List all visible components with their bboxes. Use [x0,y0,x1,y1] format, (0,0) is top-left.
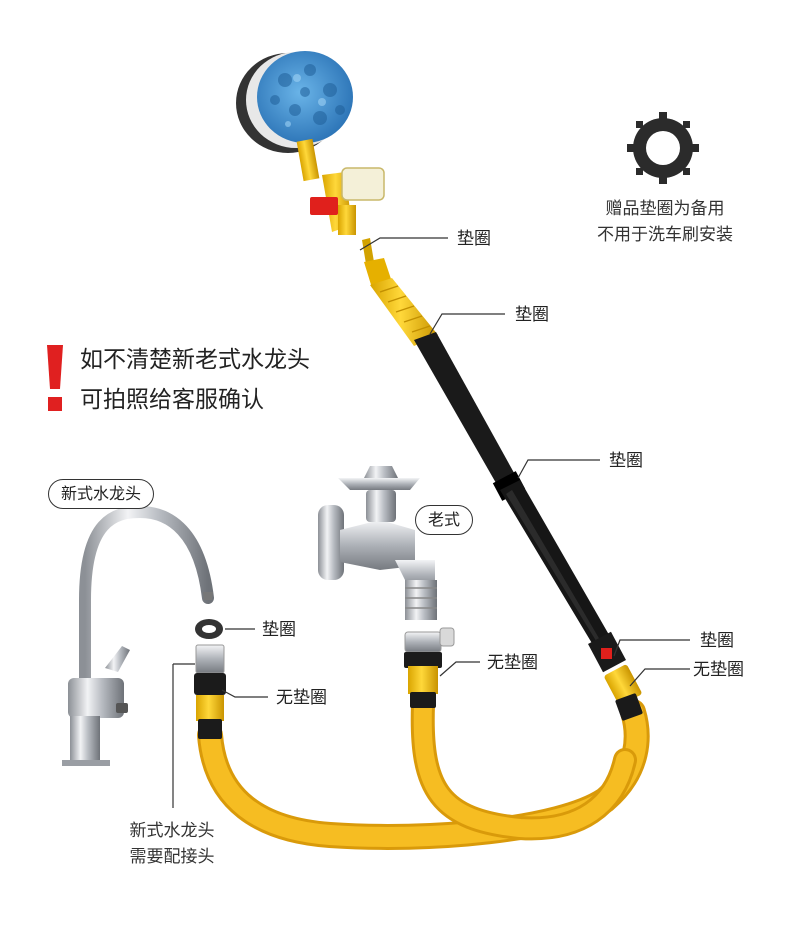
warning-line-2: 可拍照给客服确认 [80,387,264,413]
new-faucet-badge: 新式水龙头 [48,479,155,509]
faucet-icon [318,466,437,620]
label-brush-tip-washer: 垫圈 [457,229,491,249]
washer-ring-icon [195,619,223,639]
new-faucet-note-line-2: 需要配接头 [129,847,215,867]
pole-icon [362,238,643,721]
gift-washer-note-line-2: 不用于洗车刷安装 [597,225,733,245]
warning-line-1: 如不清楚新老式水龙头 [80,347,310,373]
label-pole-bottom-washer: 垫圈 [700,631,734,651]
old-faucet-badge: 老式 [415,505,474,535]
label-new-faucet-no-washer: 无垫圈 [276,688,327,708]
quick-connector-icon [194,644,226,739]
callout-leader-lines [172,237,690,808]
gift-washer-note: 赠品垫圈为备用 不用于洗车刷安装 [570,196,760,248]
label-old-faucet-no-washer: 无垫圈 [487,653,538,673]
hose-icon [197,693,650,850]
new-faucet-adaptor-note: 新式水龙头 需要配接头 [110,818,234,870]
washer-ring-icon [627,112,699,184]
new-faucet-note-line-1: 新式水龙头 [129,821,215,841]
warning-icon [47,345,63,411]
label-yellow-grip-washer: 垫圈 [515,305,549,325]
label-pole-joint-washer: 垫圈 [609,451,643,471]
label-new-faucet-washer: 垫圈 [262,620,296,640]
faucet-icon [62,505,214,766]
gift-washer-note-line-1: 赠品垫圈为备用 [605,199,725,219]
brush-head-icon [236,51,385,235]
quick-connector-icon [404,627,455,708]
label-pole-bottom-no-washer: 无垫圈 [693,660,744,680]
